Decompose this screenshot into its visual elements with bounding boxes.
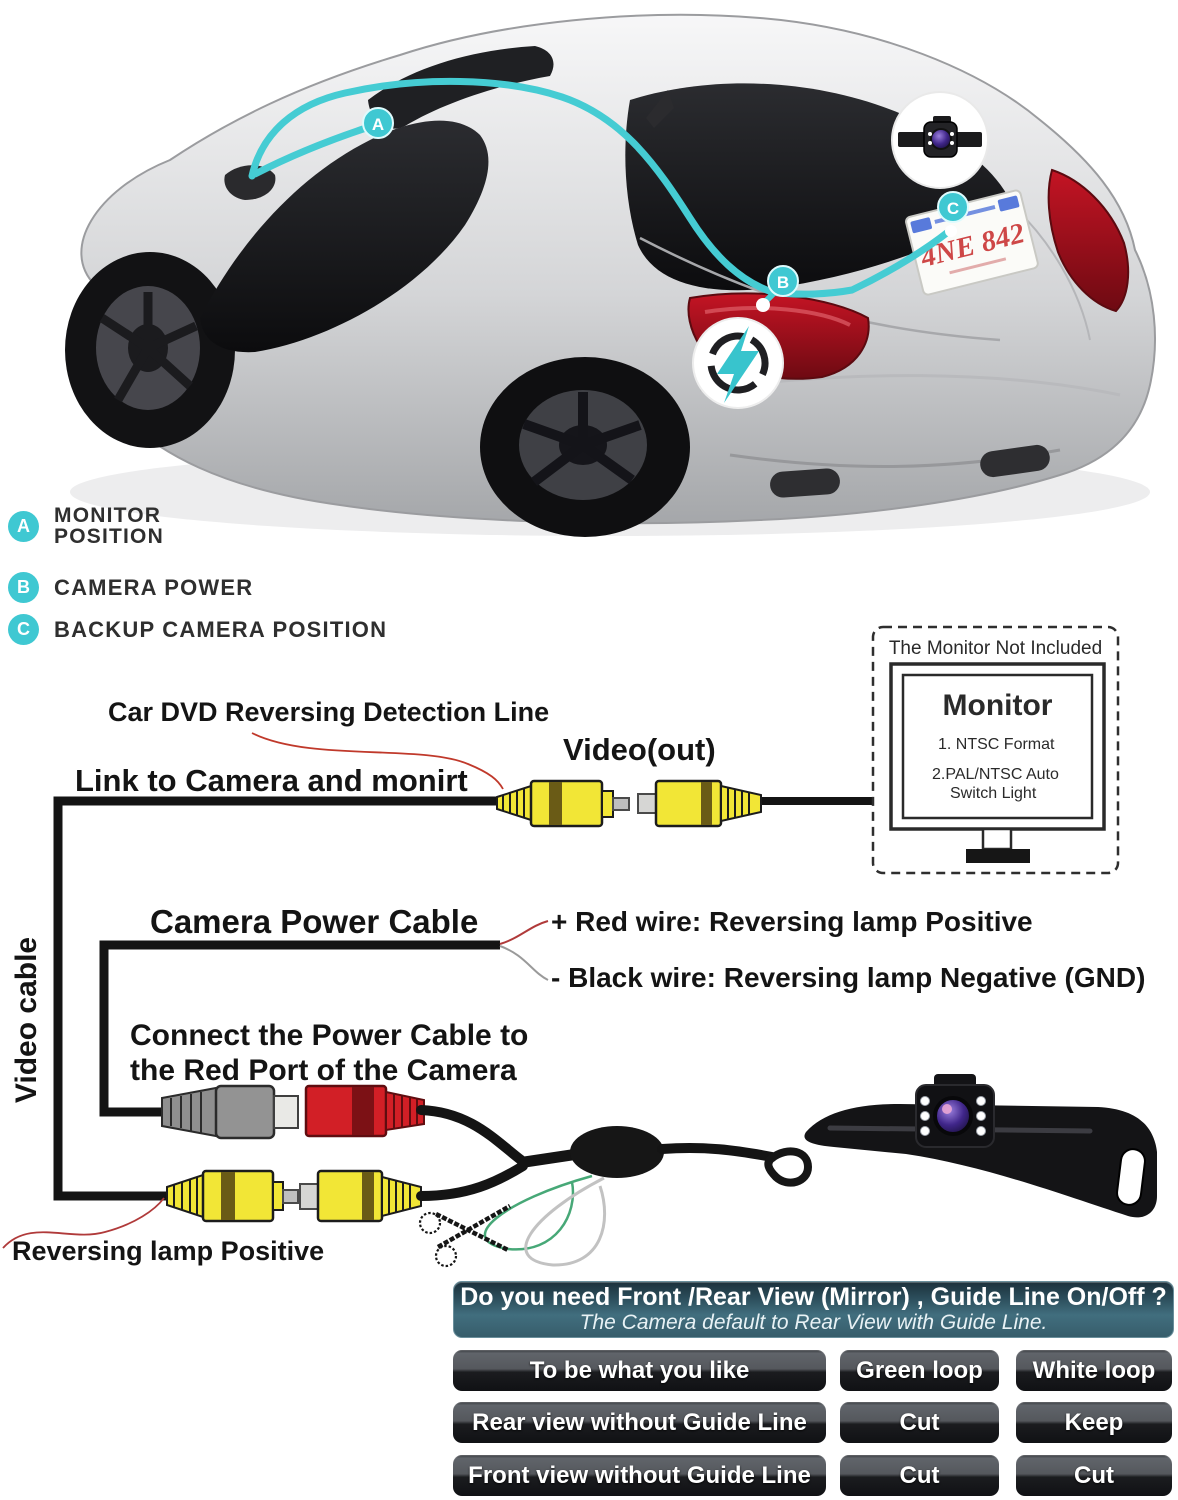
table-header-note: The Camera default to Rear View with Gui… [579, 1311, 1048, 1335]
inline-filter [570, 1126, 664, 1178]
rca-male-bottom [166, 1169, 299, 1223]
legend-item-camera-power: B CAMERA POWER [8, 572, 253, 603]
rca-female-top [637, 779, 762, 828]
taillight-highlight [704, 306, 851, 327]
link-label: Link to Camera and monirt [75, 763, 468, 798]
legend-label-line: POSITION [54, 525, 164, 548]
power-cable-line [99, 940, 500, 1117]
legend-label-line: MONITOR [54, 504, 162, 527]
marker-c: C [937, 191, 969, 223]
car-dvd-label: Car DVD Reversing Detection Line [108, 697, 550, 727]
reversing-lamp-curve [2, 1197, 165, 1249]
rca-to-filter-cable [416, 1161, 528, 1201]
table-cell-option-2: Rear view without Guide Line [453, 1402, 826, 1443]
table-cell-rear-white: Keep [1016, 1402, 1172, 1443]
camera-power-label: Camera Power Cable [150, 903, 479, 940]
monitor-not-included-label: The Monitor Not Included [888, 638, 1103, 659]
y-join [517, 1148, 579, 1169]
badge-c: C [8, 614, 39, 645]
black-wire-curve [499, 945, 549, 981]
table-cell-rear-green: Cut [840, 1402, 999, 1443]
rear-wheel [480, 357, 690, 537]
license-plate-camera [804, 1074, 1157, 1218]
car-illustration: 4NE 842 [65, 13, 1156, 537]
cable-dot-b [756, 298, 770, 312]
detection-line-curve [251, 732, 504, 790]
cable-dot-c [945, 225, 957, 237]
svg-text:B: B [777, 273, 789, 292]
table-cell-option-1: To be what you like [453, 1350, 826, 1391]
badge-a: A [8, 510, 39, 542]
scissors-icon [418, 1204, 512, 1268]
rca-male-top [496, 779, 630, 828]
connect-power-label: Connect the Power Cable to the Red Port … [130, 1019, 528, 1089]
power-ring-icon [707, 332, 769, 394]
table-cell-white-loop: White loop [1016, 1350, 1172, 1391]
camera-inset [891, 91, 989, 189]
taillight-outer [1047, 168, 1130, 313]
table-cell-front-green: Cut [840, 1455, 999, 1496]
badge-b: B [8, 572, 39, 603]
monitor-item1: 1. NTSC Format [938, 736, 1055, 753]
side-windows [200, 120, 489, 353]
lightning-bolt-icon [717, 326, 759, 403]
reversing-lamp-label: Reversing lamp Positive [12, 1236, 325, 1266]
video-cable-label: Video cable [10, 936, 43, 1104]
sunroof [368, 46, 554, 129]
white-loop-wire [524, 1176, 607, 1267]
monitor-title: Monitor [942, 689, 1053, 722]
legend-label-line: BACKUP CAMERA POSITION [54, 616, 388, 642]
camera-lens [933, 1096, 973, 1136]
table-cell-option-3: Front view without Guide Line [453, 1455, 826, 1496]
legend-item-monitor-position: A MONITOR POSITION [8, 505, 164, 547]
marker-b: B [767, 265, 799, 297]
cable-end-loop [764, 1147, 813, 1187]
connect-power-line1: Connect the Power Cable to [130, 1019, 529, 1052]
marker-a: A [362, 107, 394, 139]
monitor-item2-line1: 2.PAL/NTSC Auto [932, 766, 1059, 783]
table-cell-front-white: Cut [1016, 1455, 1172, 1496]
video-out-label: Video(out) [563, 732, 716, 767]
front-wheel [65, 252, 235, 448]
monitor-item2-line2: Switch Light [950, 785, 1037, 802]
video-cable-line [53, 796, 497, 1201]
table-header-question: Do you need Front /Rear View (Mirror) , … [460, 1282, 1167, 1311]
wiring-diagram [2, 625, 1157, 1268]
monitor-box [871, 625, 1120, 875]
legend-label-line: CAMERA POWER [54, 574, 254, 600]
red-wire-curve [499, 920, 549, 945]
svg-text:A: A [372, 115, 384, 134]
antenna-fin-icon [646, 90, 674, 128]
red-wire-label: + Red wire: Reversing lamp Positive [551, 906, 1033, 937]
rca-female-bottom [299, 1169, 422, 1223]
power-male-gray [161, 1084, 299, 1140]
connect-power-line2: the Red Port of the Camera [130, 1053, 517, 1087]
exhaust-right [980, 444, 1050, 478]
table-header: Do you need Front /Rear View (Mirror) , … [453, 1281, 1174, 1338]
filter-to-camera-cable [657, 1143, 777, 1162]
exhaust-left [770, 468, 840, 498]
legend-item-backup-camera-position: C BACKUP CAMERA POSITION [8, 614, 387, 645]
power-inset [692, 317, 784, 409]
black-wire-label: - Black wire: Reversing lamp Negative (G… [551, 962, 1146, 993]
svg-text:C: C [947, 199, 959, 218]
red-to-filter-cable [416, 1105, 526, 1165]
table-cell-green-loop: Green loop [840, 1350, 999, 1391]
power-female-red [304, 1084, 425, 1138]
camera-leds [920, 1096, 986, 1136]
